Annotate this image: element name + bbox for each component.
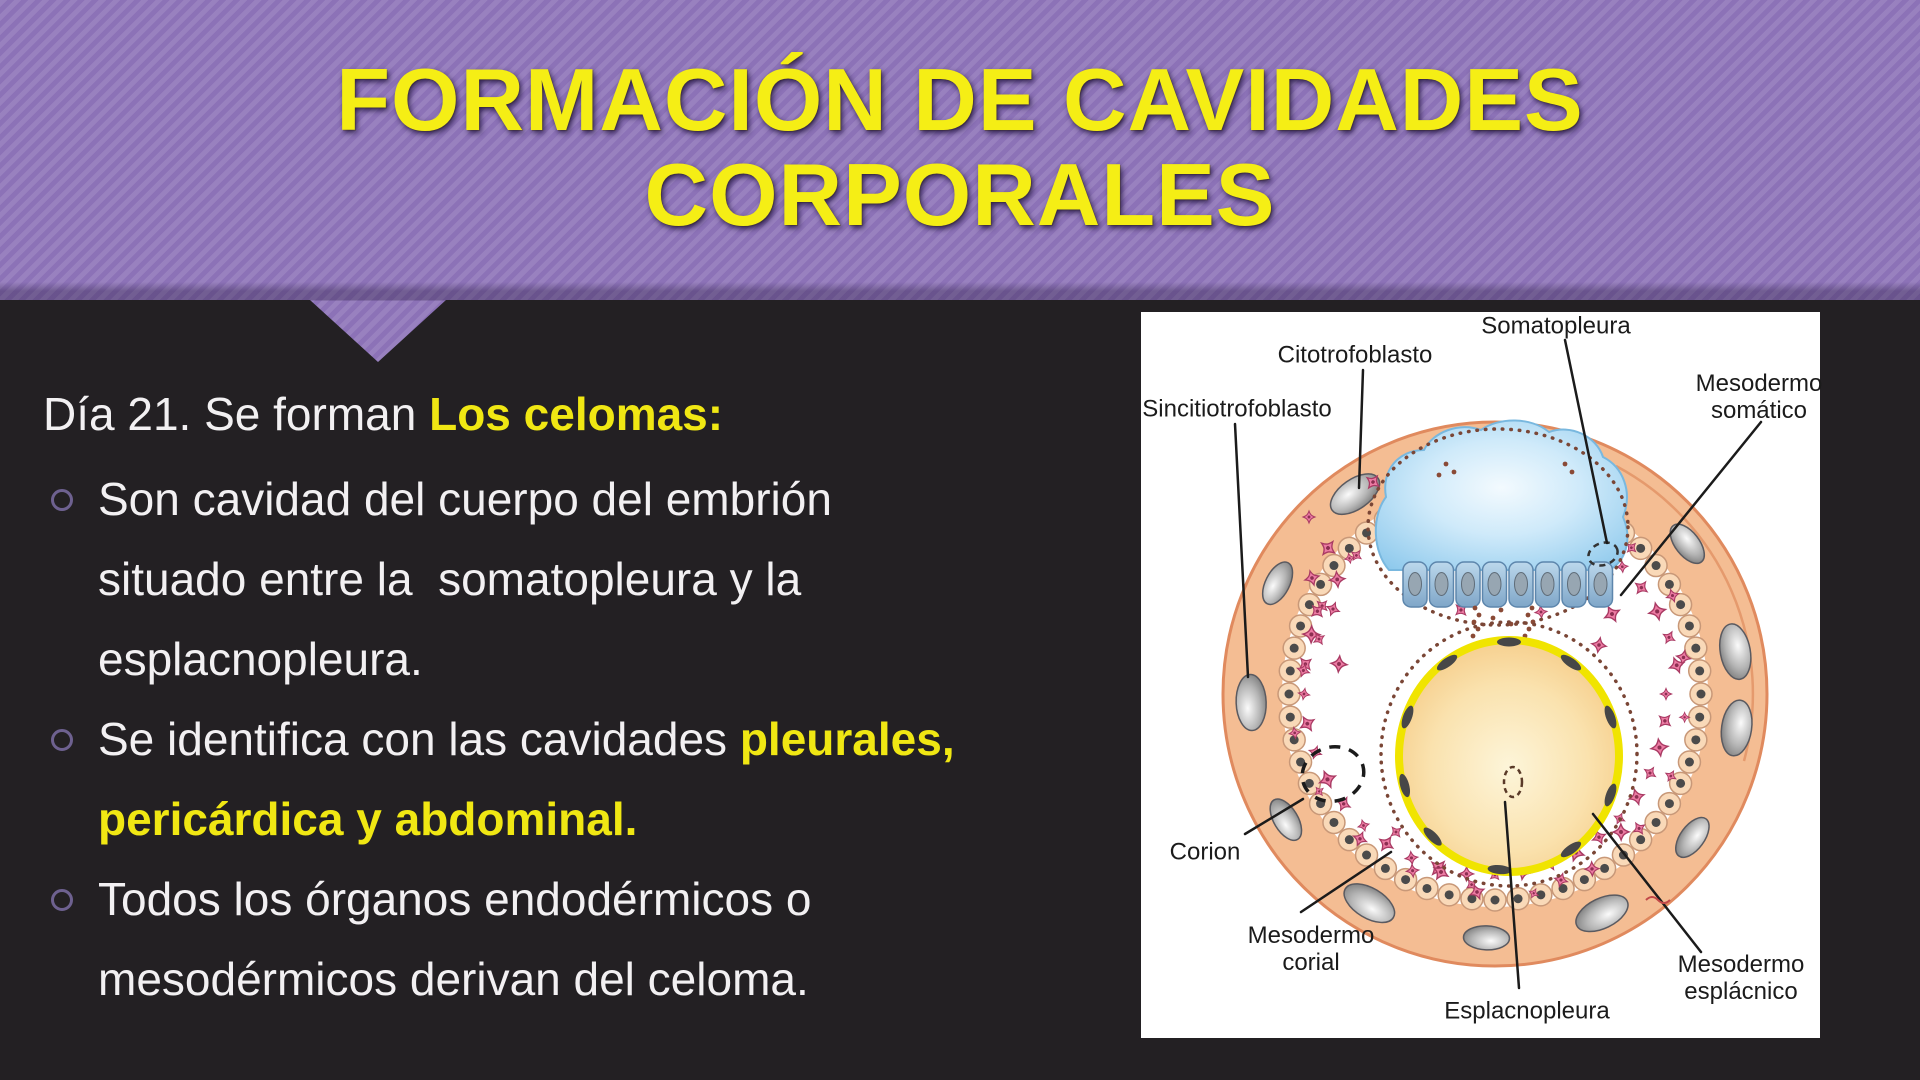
bullet-text-segment: mesodérmicos derivan del celoma. — [98, 953, 809, 1005]
bullet-list: Son cavidad del cuerpo del embrión situad… — [43, 459, 1113, 1019]
bullet-item: Se identifica con las cavidades pleurale… — [43, 699, 1113, 859]
figure-label-mesodermo-somatico: Mesodermo somático — [1695, 370, 1823, 424]
intro-segment: Día 21. Se forman — [43, 388, 430, 440]
bullet-item: Son cavidad del cuerpo del embrión situad… — [43, 459, 1113, 699]
artist-signature — [1645, 896, 1671, 904]
bullet-text-segment: Se identifica con las cavidades — [98, 713, 740, 765]
embryo-figure-art — [1221, 338, 1769, 990]
bullet-text-segment: situado entre la somatopleura y la — [98, 553, 802, 605]
embryonic-disc — [1402, 561, 1614, 608]
bullet-marker-icon — [51, 889, 73, 911]
bullet-line: mesodérmicos derivan del celoma. — [98, 939, 1113, 1019]
bullet-line: Son cavidad del cuerpo del embrión — [98, 459, 1113, 539]
bullet-text-segment: esplacnopleura. — [98, 633, 423, 685]
bullet-marker-icon — [51, 489, 73, 511]
dashed-annotations — [1300, 541, 1619, 804]
figure-label-somatopleura: Somatopleura — [1481, 312, 1631, 340]
figure-label-mesodermo-esplacnico: Mesodermo esplácnico — [1677, 951, 1805, 1005]
title-line-2: CORPORALES — [644, 145, 1276, 244]
figure-label-citotrofoblasto: Citotrofoblasto — [1277, 341, 1433, 369]
amniotic-cavity — [1366, 419, 1630, 627]
title-banner: FORMACIÓN DE CAVIDADES CORPORALES — [0, 0, 1920, 362]
connecting-stalk-dots — [1436, 461, 1575, 639]
page-title: FORMACIÓN DE CAVIDADES CORPORALES — [0, 52, 1920, 242]
intro-line: Día 21. Se forman Los celomas: — [43, 374, 1113, 454]
bullet-line: Todos los órganos endodérmicos o — [98, 859, 1113, 939]
figure-label-corion: Corion — [1169, 838, 1241, 866]
bullet-line: esplacnopleura. — [98, 619, 1113, 699]
bullet-line: situado entre la somatopleura y la — [98, 539, 1113, 619]
bullet-text-segment: pericárdica y abdominal. — [98, 793, 638, 845]
slide-body-text: Día 21. Se forman Los celomas: Son cavid… — [43, 374, 1113, 1019]
figure-label-esplacnopleura: Esplacnopleura — [1444, 997, 1610, 1025]
title-line-1: FORMACIÓN DE CAVIDADES — [336, 50, 1584, 149]
bullet-text-segment: pleurales, — [739, 713, 955, 765]
figure-label-mesodermo-corial: Mesodermo corial — [1247, 922, 1375, 976]
bullet-marker-icon — [51, 729, 73, 751]
label-pointer-lines — [1233, 338, 1763, 990]
bullet-item: Todos los órganos endodérmicos o mesodérm… — [43, 859, 1113, 1019]
bullet-text-segment: Son cavidad del cuerpo del embrión — [98, 473, 832, 525]
intro-segment: Los celomas: — [429, 388, 724, 440]
bullet-line: pericárdica y abdominal. — [98, 779, 1113, 859]
figure-label-sincitiotrofoblasto: Sincitiotrofoblasto — [1142, 395, 1332, 423]
bullet-text-segment: Todos los órganos endodérmicos o — [98, 873, 812, 925]
bullet-line: Se identifica con las cavidades pleurale… — [98, 699, 1113, 779]
yolk-sac — [1379, 620, 1639, 888]
